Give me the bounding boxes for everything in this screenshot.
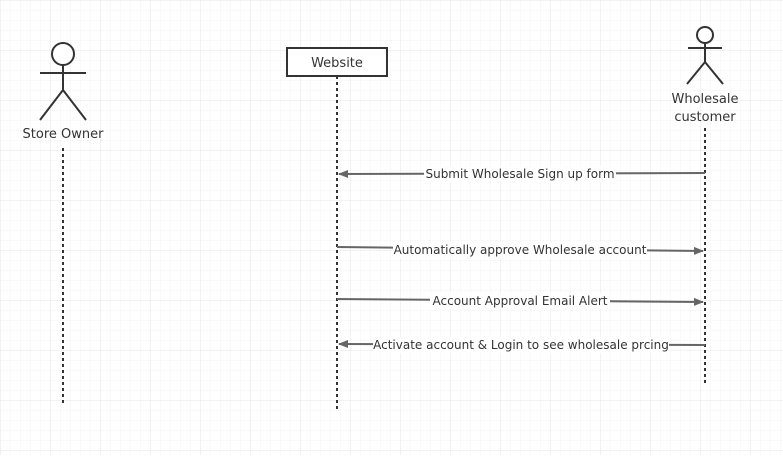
message-submit-signup: Submit Wholesale Sign up form xyxy=(338,166,706,182)
participant-website: Website xyxy=(286,47,388,77)
actor-left-leg xyxy=(39,89,64,121)
actor-store-owner: Store Owner xyxy=(23,42,105,142)
message-approval-email: Account Approval Email Alert xyxy=(336,293,704,309)
actor-right-leg xyxy=(62,89,87,121)
actor-left-leg xyxy=(686,61,706,85)
message-label-bg xyxy=(393,242,647,258)
actor-head xyxy=(696,26,714,44)
actor-wholesale-customer: Wholesale customer xyxy=(671,26,739,125)
actor-right-leg xyxy=(704,61,724,85)
message-label-bg xyxy=(373,337,669,353)
message-label-bg xyxy=(424,166,616,182)
message-auto-approve: Automatically approve Wholesale account xyxy=(336,242,704,258)
actor-label-wholesale-line1: Wholesale xyxy=(671,92,738,107)
actor-head xyxy=(51,42,75,66)
message-activate-login: Activate account & Login to see wholesal… xyxy=(338,337,706,353)
message-label: Activate account & Login to see wholesal… xyxy=(373,338,669,352)
message-label: Account Approval Email Alert xyxy=(433,294,608,308)
actor-label-store-owner: Store Owner xyxy=(23,127,105,142)
message-label: Submit Wholesale Sign up form xyxy=(425,167,614,181)
participant-label-website: Website xyxy=(311,56,363,71)
message-label-bg xyxy=(430,293,610,309)
actor-label-wholesale-line2: customer xyxy=(674,110,736,125)
message-label: Automatically approve Wholesale account xyxy=(394,243,647,257)
